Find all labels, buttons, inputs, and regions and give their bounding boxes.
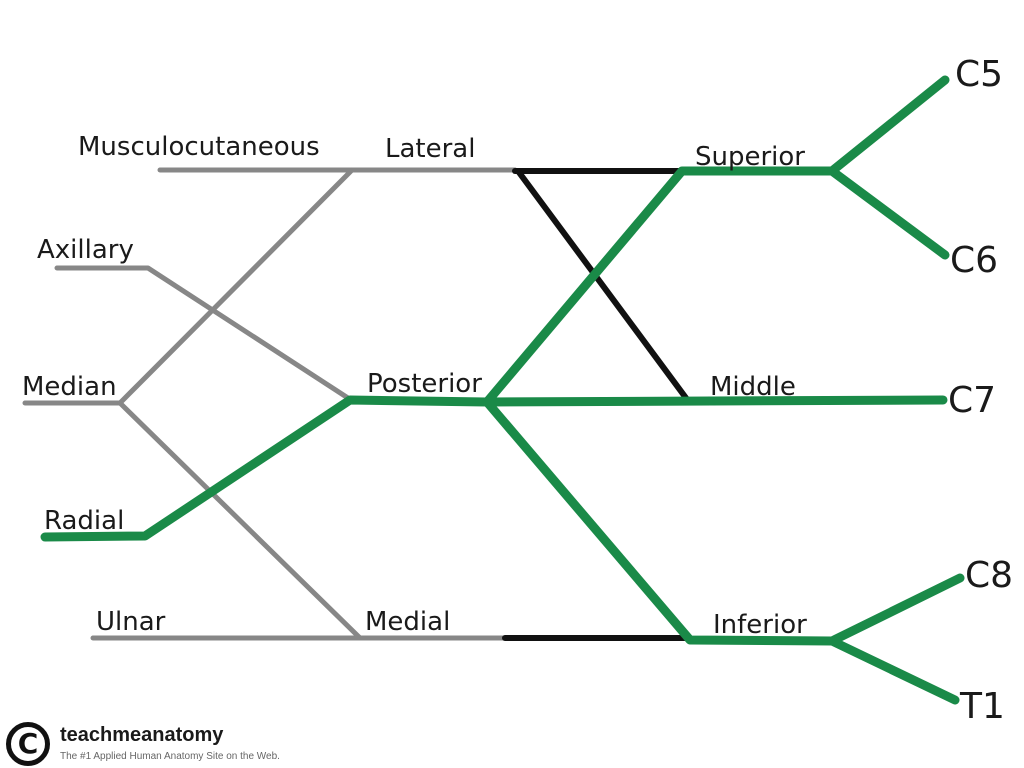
brand-tagline: The #1 Applied Human Anatomy Site on the… bbox=[60, 751, 280, 762]
green-radial-pathway bbox=[40, 75, 965, 705]
trunk-label-middle: Middle bbox=[710, 372, 796, 402]
branch-label-ulnar: Ulnar bbox=[96, 607, 166, 637]
brand-footer: C teachmeanatomy The #1 Applied Human An… bbox=[6, 722, 326, 768]
trunk-label-superior: Superior bbox=[695, 142, 805, 172]
black-connections bbox=[502, 168, 693, 641]
root-label-c7: C7 bbox=[948, 380, 996, 421]
root-label-c5: C5 bbox=[955, 54, 1003, 95]
root-label-c8: C8 bbox=[965, 555, 1013, 596]
branch-label-median: Median bbox=[22, 372, 117, 402]
copyright-logo-icon: C bbox=[6, 722, 50, 766]
branch-label-radial: Radial bbox=[44, 506, 124, 536]
axillary-to-posterior-line bbox=[54, 265, 351, 401]
lateral-to-median-line bbox=[117, 167, 355, 406]
grey-connections bbox=[22, 167, 518, 641]
inferior-to-posterior-line bbox=[482, 397, 837, 646]
root-label-t1: T1 bbox=[959, 686, 1005, 727]
trunk-label-inferior: Inferior bbox=[713, 610, 807, 640]
c5-c6-superior-line bbox=[827, 75, 950, 260]
median-to-medial-line bbox=[117, 400, 363, 641]
branch-label-musculocutaneous: Musculocutaneous bbox=[78, 132, 320, 162]
brand-name: teachmeanatomy bbox=[60, 724, 224, 746]
c7-to-radial-line bbox=[40, 395, 948, 542]
cord-label-medial: Medial bbox=[365, 607, 450, 637]
lateral-to-middle-line bbox=[515, 168, 689, 401]
root-label-c6: C6 bbox=[950, 240, 998, 281]
cord-label-posterior: Posterior bbox=[367, 369, 482, 399]
superior-to-posterior-line bbox=[482, 166, 837, 407]
branch-label-axillary: Axillary bbox=[37, 235, 134, 265]
cord-label-lateral: Lateral bbox=[385, 134, 475, 164]
c8-t1-inferior-line bbox=[827, 573, 965, 705]
